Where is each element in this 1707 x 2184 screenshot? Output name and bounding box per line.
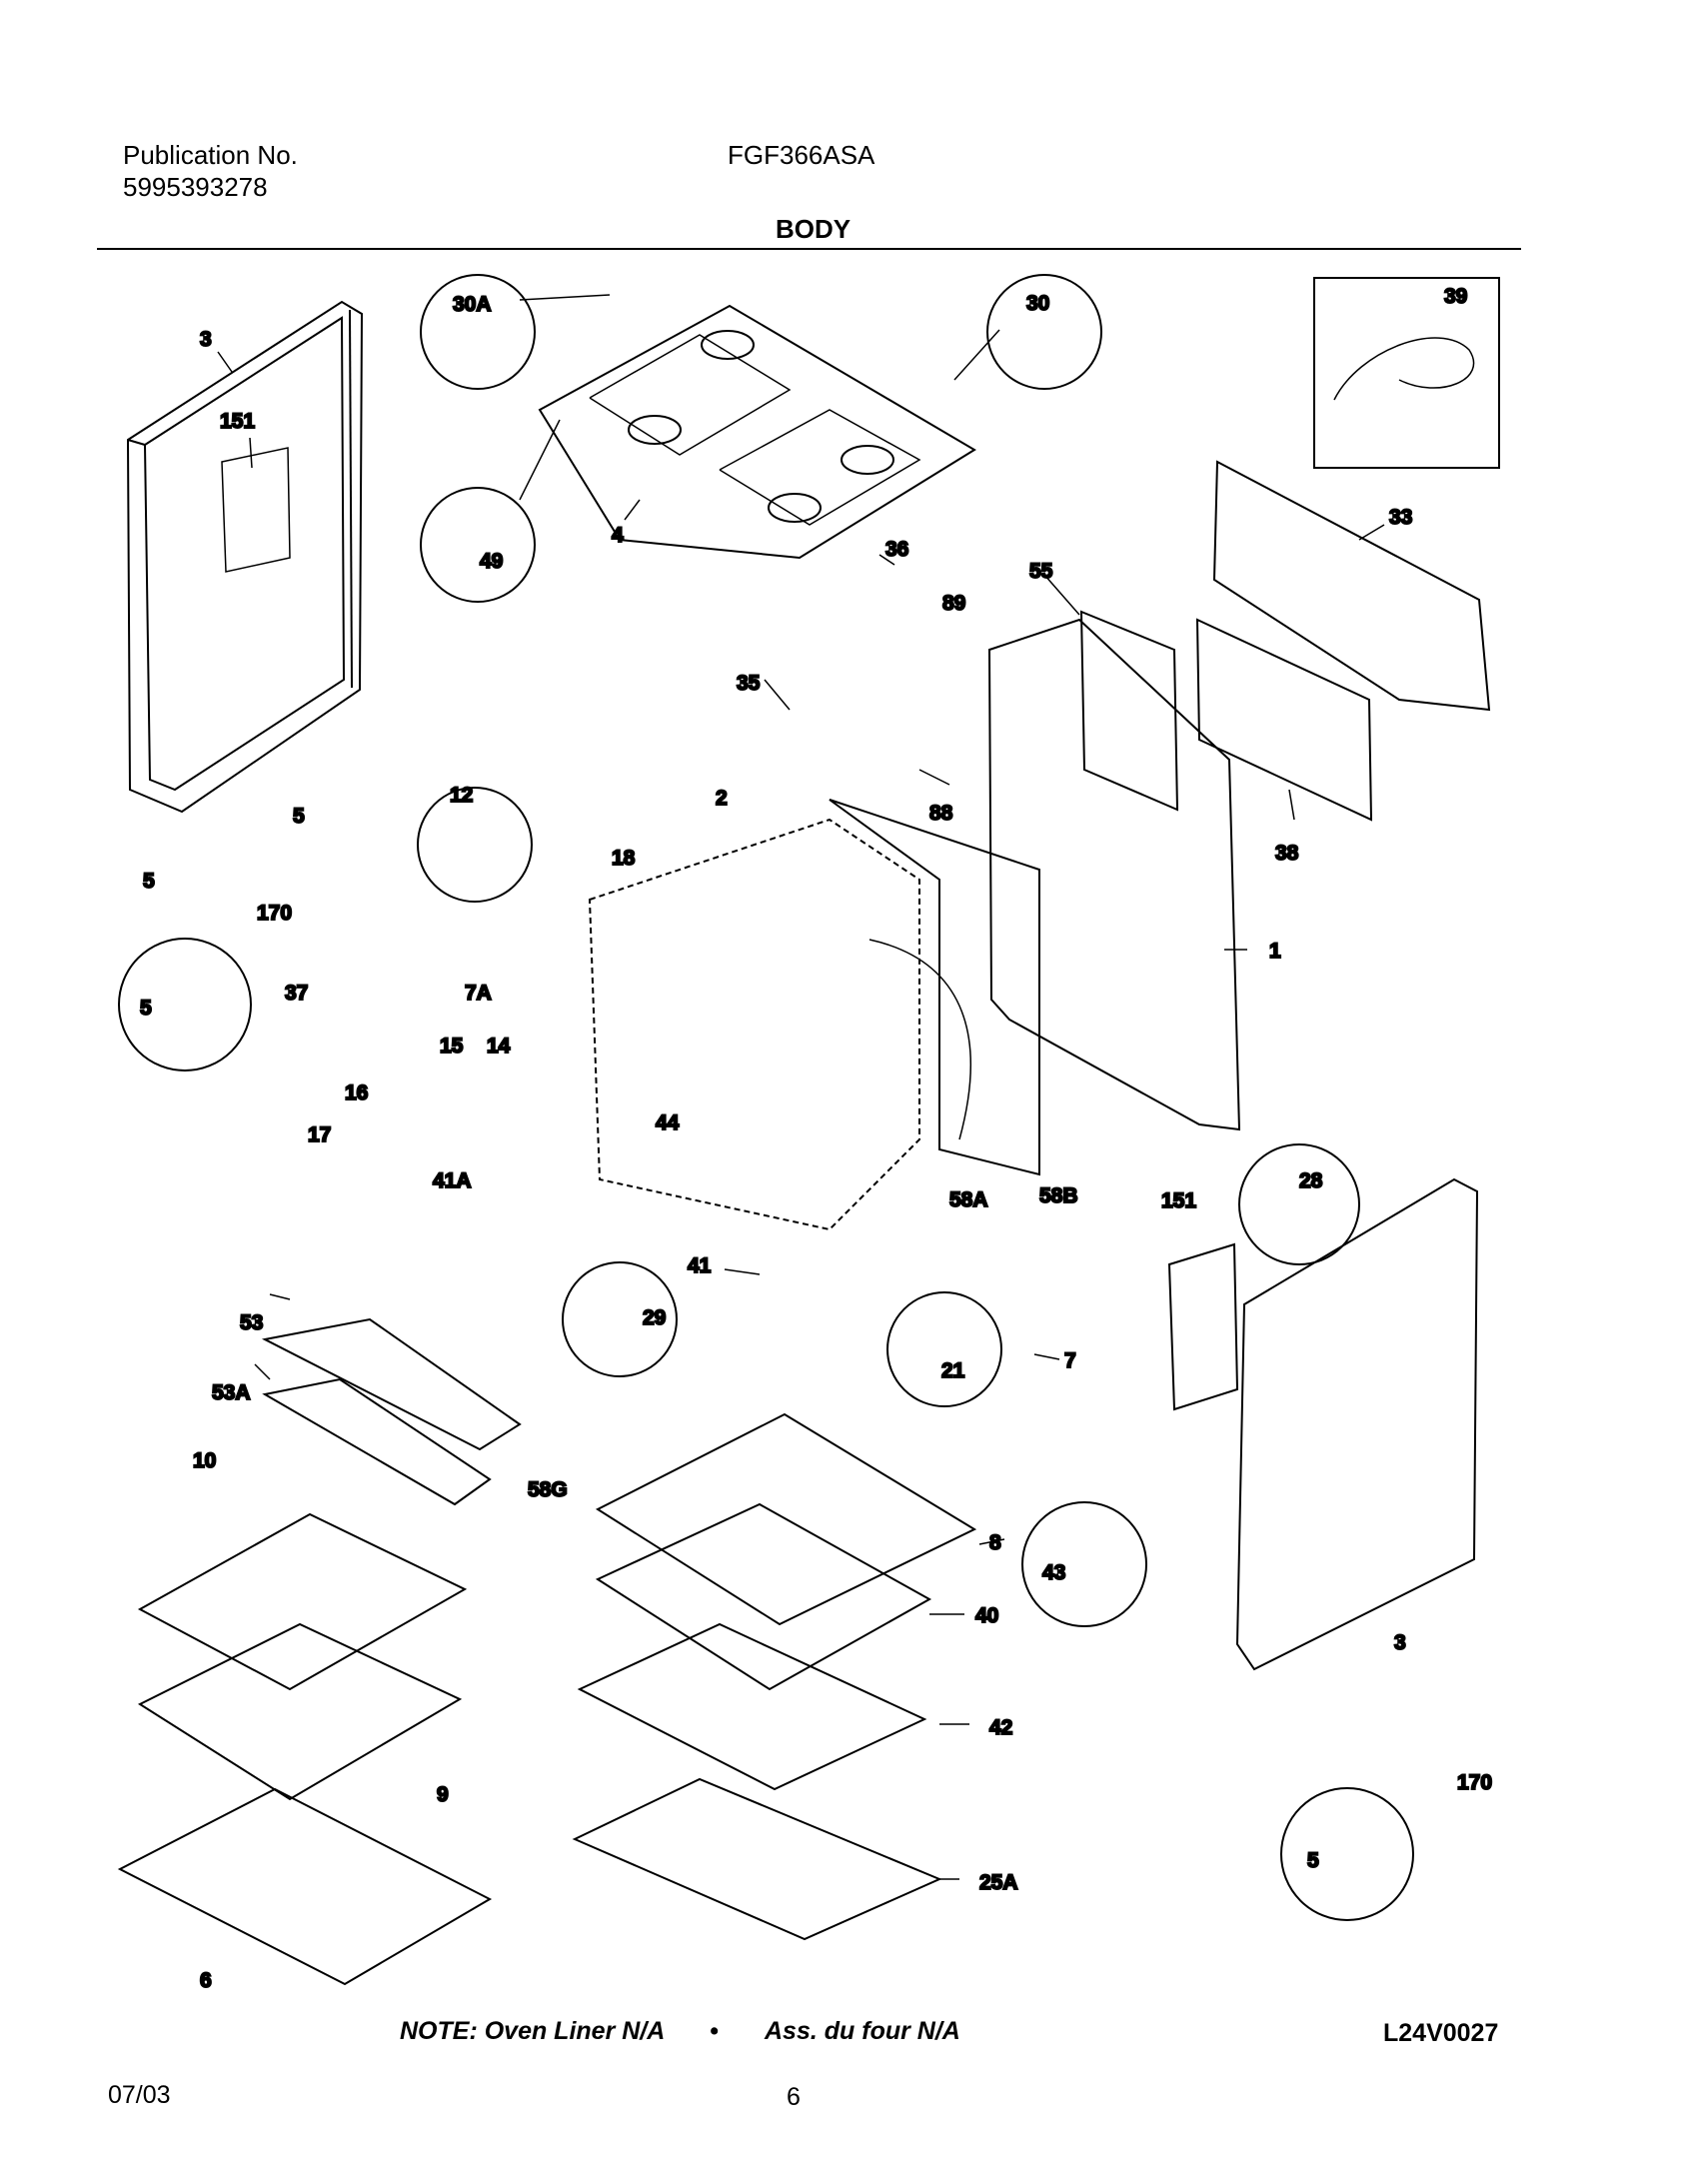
part-label: 28 [1299,1169,1323,1192]
part-label: 89 [942,592,965,615]
part-label: 5 [140,997,152,1020]
part-label: 29 [643,1306,666,1329]
drawer-assembly [575,1414,974,1939]
part-label: 151 [1161,1189,1196,1212]
part-label: 8 [989,1531,1001,1554]
part-label: 58G [528,1478,568,1501]
drawing-code: L24V0027 [1383,2019,1499,2047]
part-label: 30A [453,293,492,316]
leader-lines [218,295,1384,1879]
right-side-panel [1169,1179,1477,1669]
part-label: 43 [1042,1561,1065,1584]
part-label: 58B [1039,1184,1078,1207]
model-number: FGF366ASA [728,140,875,170]
part-labels: 3 151 30A 30 39 49 4 36 33 55 35 89 88 3… [139,284,1493,1993]
part-label: 170 [257,902,292,925]
note-separator: • [710,2017,719,2045]
part-label: 53A [212,1381,251,1404]
part-label: 3 [1394,1631,1406,1654]
part-label: 7A [465,982,492,1005]
part-label: 41A [433,1169,472,1192]
part-label: 7 [1064,1349,1076,1372]
power-cord-box [1314,278,1499,468]
part-label: 1 [1269,940,1281,963]
part-label: 5 [293,805,305,828]
callout-circles [119,275,1413,1920]
part-label: 15 [440,1035,464,1058]
part-label: 6 [200,1969,212,1992]
part-label: 16 [345,1082,368,1104]
part-label: 42 [989,1716,1012,1739]
left-side-panel [128,302,362,812]
publication-label: Publication No. [123,140,298,170]
part-label: 36 [885,538,908,561]
oven-liner-note-fr: Ass. du four N/A [765,2017,960,2045]
part-label: 14 [487,1035,511,1058]
page-number: 6 [787,2083,801,2111]
part-label: 25A [979,1871,1018,1894]
part-label: 9 [437,1783,449,1806]
part-label: 3 [200,328,212,351]
footer-date: 07/03 [108,2081,171,2109]
part-label: 44 [656,1111,680,1134]
part-label: 53 [240,1311,263,1334]
oven-body [590,800,1039,1229]
part-label: 58A [949,1188,988,1211]
part-label: 41 [688,1254,712,1277]
part-label: 12 [450,784,473,807]
part-label: 33 [1389,506,1412,529]
part-label: 39 [1444,285,1467,308]
section-title: BODY [776,214,852,244]
part-label: 151 [220,410,255,433]
part-label: 4 [612,524,624,547]
part-label: 88 [929,802,953,825]
cooktop-support [540,306,974,558]
part-label: 55 [1029,560,1053,583]
part-label: 21 [941,1359,965,1382]
part-label: 5 [1307,1849,1319,1872]
part-label: 30 [1026,292,1049,315]
part-label: 38 [1275,842,1299,865]
part-label: 5 [143,870,155,893]
publication-number: 5995393278 [123,172,268,202]
part-label: 49 [480,550,503,573]
part-label: 170 [1457,1771,1492,1794]
header-rule [97,248,1521,250]
part-label: 17 [308,1123,331,1146]
broiler-and-rack [120,1319,520,1984]
part-label: 18 [612,847,636,870]
back-panels [989,462,1489,1129]
part-label: 35 [737,672,761,695]
part-label: 2 [716,787,728,810]
part-label: 10 [193,1449,216,1472]
part-label: 37 [285,982,308,1005]
part-label: 40 [975,1604,998,1627]
oven-liner-note: NOTE: Oven Liner N/A [400,2017,666,2045]
